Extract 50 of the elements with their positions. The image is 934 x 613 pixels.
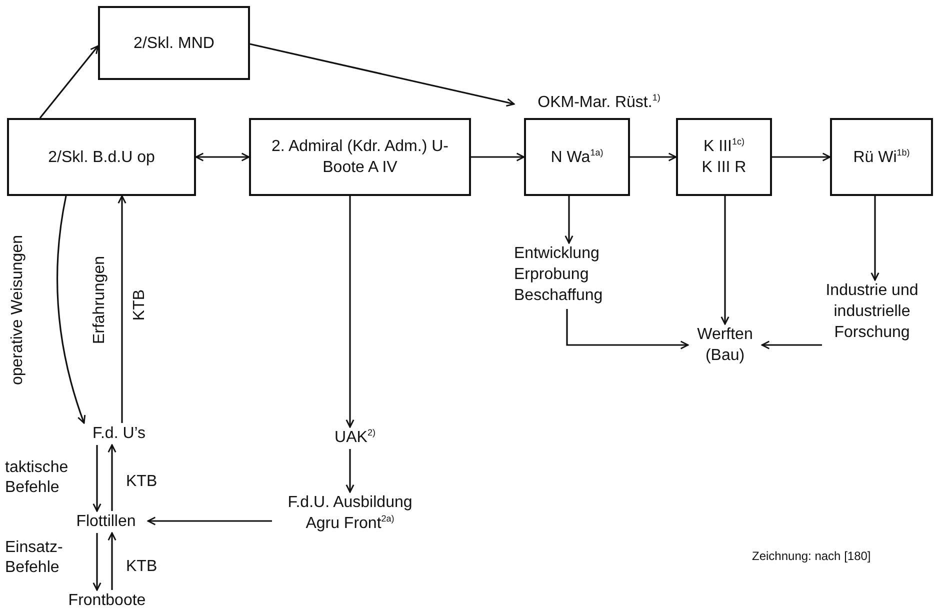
- source-note: Zeichnung: nach [180]: [752, 548, 871, 565]
- node-label: Frontboote: [52, 590, 162, 612]
- arrow: [147, 516, 272, 526]
- arrow: [118, 195, 126, 423]
- process-box: [249, 118, 471, 196]
- node-label: UAK$^{2)}$: [324, 427, 386, 449]
- node-label: Industrie und industrielle Forschung: [822, 280, 922, 368]
- box-label: K III$^{1c)}$: [704, 136, 744, 157]
- edge-label: Einsatz- Befehle: [5, 538, 64, 578]
- box-label: 2/Skl. B.d.U op: [48, 148, 155, 168]
- node-label: Flottillen: [64, 511, 148, 533]
- arrow: [772, 152, 831, 162]
- node-label: F.d.U. Ausbildung Agru Front$^{2a)}$: [272, 492, 428, 536]
- box-label: 2. Admiral (Kdr. Adm.) U-Boote A IV: [270, 137, 450, 178]
- arrow: [761, 340, 822, 350]
- arrow: [566, 309, 689, 350]
- node-label: F.d. U’s: [78, 423, 160, 445]
- arrow: [108, 444, 116, 511]
- process-box: [676, 118, 772, 196]
- arrow: [108, 532, 116, 590]
- box-label: K III R: [702, 158, 746, 178]
- edge-label: operative Weisungen: [8, 234, 27, 386]
- arrow: [92, 445, 102, 512]
- arrow: [630, 152, 677, 162]
- arrow: [471, 152, 525, 162]
- box-label: N Wa$^{1a)}$: [550, 146, 604, 168]
- edge-label: taktische Befehle: [5, 458, 70, 498]
- text-label: KTB: [130, 289, 149, 321]
- node-label: Werften (Bau): [688, 324, 762, 368]
- arrow: [195, 152, 250, 162]
- process-box: [98, 6, 250, 80]
- edge-label: KTB: [126, 557, 158, 577]
- node-label: OKM-Mar. Rüst.$^{1)}$: [514, 92, 684, 114]
- arrow: [39, 45, 99, 118]
- process-box: [524, 118, 630, 196]
- box-label: Rü Wi$^{1b)}$: [853, 146, 910, 168]
- arrow: [346, 449, 354, 493]
- edge-label: KTB: [126, 472, 158, 492]
- process-box: [830, 118, 933, 196]
- box-label: 2/Skl. MND: [134, 34, 214, 54]
- edge-label: Erfahrungen: [90, 256, 109, 344]
- arrow: [250, 43, 515, 107]
- arrow: [564, 196, 574, 244]
- node-label: Entwicklung Erprobung Beschaffung: [514, 243, 618, 309]
- arrow: [56, 196, 86, 424]
- arrow: [720, 196, 730, 325]
- process-box: [7, 118, 196, 196]
- arrow: [870, 196, 880, 281]
- arrow: [346, 196, 354, 428]
- arrow: [92, 533, 102, 591]
